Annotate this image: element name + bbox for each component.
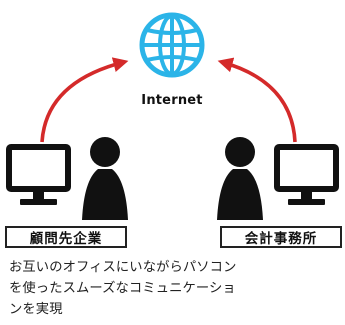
internet-label: Internet xyxy=(141,93,203,108)
globe-icon xyxy=(139,12,205,78)
caption-line: お互いのオフィスにいながらパソコン xyxy=(9,260,237,275)
monitor-icon xyxy=(6,144,71,205)
caption-line: ンを実現 xyxy=(9,302,63,317)
person-icon xyxy=(82,137,128,220)
arrow-right-to-internet xyxy=(217,57,297,143)
caption-line: を使ったスムーズなコミュニケーショ xyxy=(9,281,236,296)
monitor-icon xyxy=(274,144,339,205)
person-icon xyxy=(217,137,263,220)
client-company-label: 顧問先企業 xyxy=(5,226,127,248)
accounting-firm-label: 会計事務所 xyxy=(220,226,342,248)
arrow-left-to-internet xyxy=(40,57,129,143)
description-caption: お互いのオフィスにいながらパソコン を使ったスムーズなコミュニケーショ ンを実現 xyxy=(9,257,343,320)
